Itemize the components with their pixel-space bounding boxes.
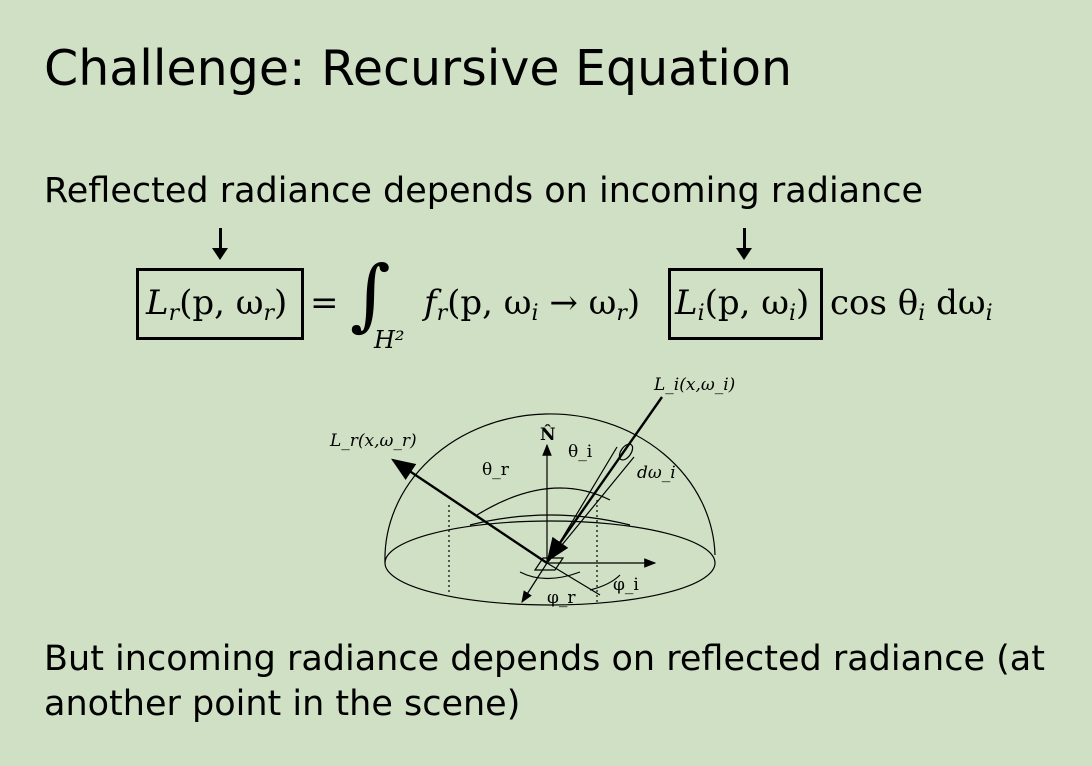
label-lr: L_r(x,ω_r) — [329, 431, 417, 451]
integral-sign: ∫ — [350, 250, 391, 340]
lhs-box — [136, 268, 304, 340]
statement-reflected: Reflected radiance depends on incoming r… — [44, 171, 924, 211]
integral-domain: H² — [374, 326, 405, 354]
lhs-term: Lr(p, ωr) — [146, 283, 288, 326]
li-box — [668, 268, 823, 340]
hemisphere-dome — [384, 413, 716, 564]
equals-sign: = — [310, 283, 339, 323]
label-li: L_i(x,ω_i) — [653, 375, 735, 395]
label-dw: dω_i — [637, 463, 676, 483]
slide-title: Challenge: Recursive Equation — [44, 40, 793, 97]
label-phi-r: φ_r — [547, 588, 576, 608]
label-theta-r: θ_r — [482, 460, 510, 480]
hemisphere-base — [384, 520, 716, 606]
label-normal: N̂ — [540, 425, 556, 445]
statement-incoming: But incoming radiance depends on reflect… — [44, 639, 1045, 724]
cos-dw-term: cos θi dωi — [830, 283, 993, 326]
brdf-term: fr(p, ωi → ωr) — [424, 283, 641, 326]
li-term: Li(p, ωi) — [675, 283, 810, 326]
label-theta-i: θ_i — [568, 442, 593, 462]
label-phi-i: φ_i — [613, 575, 639, 595]
